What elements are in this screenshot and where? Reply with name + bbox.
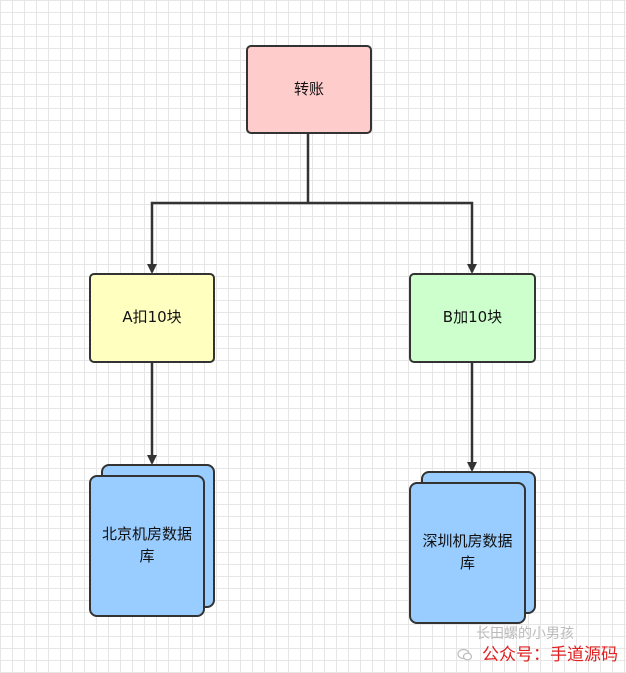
- connector-transfer-to-a: [147, 201, 308, 274]
- account-watermark: 公众号：手道源码: [456, 640, 618, 665]
- connector-transfer-to-b: [308, 201, 477, 274]
- shenzhen-db-node: 深圳机房数据库: [409, 482, 526, 624]
- transfer-node: 转账: [246, 45, 372, 134]
- credit-b-node: B加10块: [409, 273, 536, 363]
- shenzhen-db-label: 深圳机房数据库: [422, 532, 513, 572]
- debit-a-node: A扣10块: [89, 273, 215, 363]
- wechat-icon: [456, 648, 472, 661]
- credit-b-label: B加10块: [442, 308, 503, 327]
- beijing-db-node: 北京机房数据库: [89, 475, 205, 617]
- transfer-label: 转账: [293, 79, 324, 98]
- beijing-db-label: 北京机房数据库: [101, 525, 192, 565]
- faint-watermark-text: 长田螺的小男孩: [476, 626, 574, 642]
- debit-a-label: A扣10块: [122, 308, 182, 327]
- faint-watermark: 长田螺的小男孩: [476, 623, 574, 643]
- account-watermark-text: 公众号：手道源码: [482, 645, 618, 665]
